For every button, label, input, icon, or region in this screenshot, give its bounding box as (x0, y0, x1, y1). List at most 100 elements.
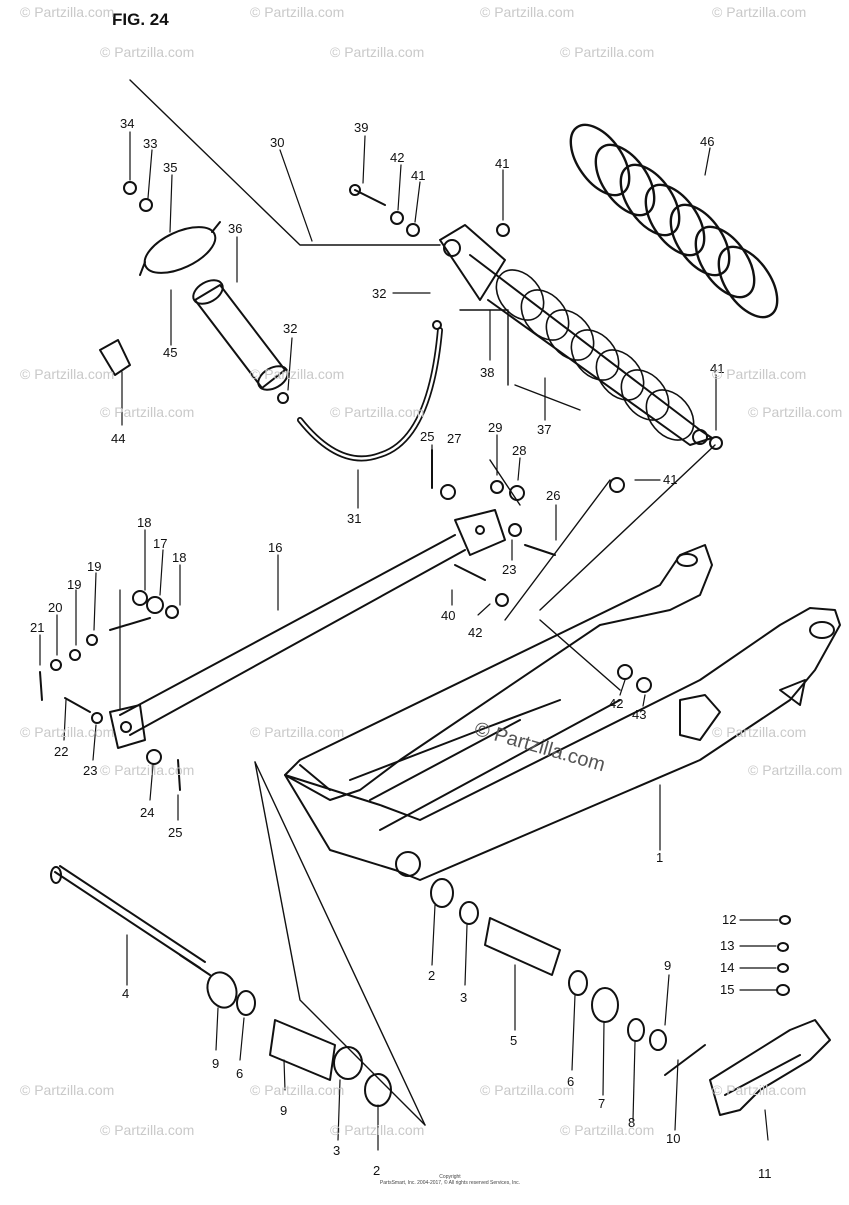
callout-36: 36 (228, 221, 242, 236)
callout-32-upper: 32 (372, 286, 386, 301)
callout-20: 20 (48, 600, 62, 615)
callout-18-lower: 18 (172, 550, 186, 565)
callout-40: 40 (441, 608, 455, 623)
watermark: © Partzilla.com (250, 1082, 345, 1098)
callout-23-upper: 23 (502, 562, 516, 577)
callout-11: 11 (758, 1166, 772, 1181)
watermark: © Partzilla.com (560, 1122, 655, 1138)
callout-6-left: 6 (236, 1066, 243, 1081)
watermark: © Partzilla.com (20, 1082, 115, 1098)
callout-32-lower: 32 (283, 321, 297, 336)
callout-46: 46 (700, 134, 714, 149)
callout-27: 27 (447, 431, 461, 446)
callout-14: 14 (720, 960, 734, 975)
callout-8: 8 (628, 1115, 635, 1130)
watermark: © Partzilla.com (20, 366, 115, 382)
copyright-line-1: Copyright (439, 1174, 461, 1180)
callout-43: 43 (632, 707, 646, 722)
callout-6-right: 6 (567, 1074, 574, 1089)
spring-46 (569, 123, 779, 319)
callout-10: 10 (666, 1131, 680, 1146)
callout-42-mid: 42 (468, 625, 482, 640)
reservoir (139, 221, 289, 391)
leader-lines (39, 131, 779, 1151)
watermark: © Partzilla.com (250, 4, 345, 20)
chain-guide (709, 1019, 831, 1116)
callout-2-left: 2 (373, 1163, 380, 1178)
watermark: © Partzilla.com (712, 4, 807, 20)
watermark: © Partzilla.com (100, 44, 195, 60)
callout-3-right: 3 (460, 990, 467, 1005)
callout-28: 28 (512, 443, 526, 458)
misc-hardware (39, 181, 723, 791)
callout-24: 24 (140, 805, 154, 820)
guide-lines (129, 79, 716, 1126)
watermark: © Partzilla.com (330, 1122, 425, 1138)
callout-19-b: 19 (67, 577, 81, 592)
pivot-shaft (50, 865, 211, 976)
watermark: © Partzilla.com (748, 404, 843, 420)
copyright-notice: Copyright PartsSmart, Inc. 2004-2017, © … (370, 1174, 530, 1186)
callout-26: 26 (546, 488, 560, 503)
watermark: © Partzilla.com (20, 4, 115, 20)
swingarm (284, 544, 841, 881)
callout-9-left-b: 9 (280, 1103, 287, 1118)
callout-9-left-a: 9 (212, 1056, 219, 1071)
callout-5: 5 (510, 1033, 517, 1048)
callout-34: 34 (120, 116, 134, 131)
link-rod (109, 509, 506, 749)
callout-18-upper: 18 (137, 515, 151, 530)
watermark: © Partzilla.com (330, 404, 425, 420)
callout-23-lower: 23 (83, 763, 97, 778)
copyright-line-2: PartsSmart, Inc. 2004-2017, © All rights… (379, 1180, 521, 1186)
callout-44: 44 (111, 431, 125, 446)
hose (297, 327, 443, 462)
callout-25-lower: 25 (168, 825, 182, 840)
callout-3-left: 3 (333, 1143, 340, 1158)
callout-13: 13 (720, 938, 734, 953)
watermark: © Partzilla.com (560, 44, 655, 60)
callout-42-right: 42 (609, 696, 623, 711)
callout-15: 15 (720, 982, 734, 997)
callout-41-top: 41 (411, 168, 425, 183)
callout-9-right: 9 (664, 958, 671, 973)
callout-16: 16 (268, 540, 282, 555)
callout-19-a: 19 (87, 559, 101, 574)
callout-21: 21 (30, 620, 44, 635)
callout-41-right: 41 (710, 361, 724, 376)
watermark: © Partzilla.com (712, 724, 807, 740)
watermark: © Partzilla.com (100, 762, 195, 778)
callout-30: 30 (270, 135, 284, 150)
watermark: © Partzilla.com (100, 1122, 195, 1138)
watermark: © Partzilla.com (712, 1082, 807, 1098)
watermark: © Partzilla.com (250, 724, 345, 740)
watermark: © Partzilla.com (250, 366, 345, 382)
shock-absorber (439, 224, 713, 446)
callout-41-lower: 41 (663, 472, 677, 487)
callout-37: 37 (537, 422, 551, 437)
callout-12: 12 (722, 912, 736, 927)
callout-1: 1 (656, 850, 663, 865)
watermark: © Partzilla.com (480, 1082, 575, 1098)
callout-33: 33 (143, 136, 157, 151)
watermark: © Partzilla.com (100, 404, 195, 420)
callout-7: 7 (598, 1096, 605, 1111)
callout-42-top: 42 (390, 150, 404, 165)
callout-17: 17 (153, 536, 167, 551)
callout-45: 45 (163, 345, 177, 360)
right-pivot-parts (430, 878, 706, 1076)
callout-39: 39 (354, 120, 368, 135)
callout-4: 4 (122, 986, 129, 1001)
watermark: © Partzilla.com (330, 44, 425, 60)
callout-31: 31 (347, 511, 361, 526)
callout-35: 35 (163, 160, 177, 175)
callout-29: 29 (488, 420, 502, 435)
small-fasteners (776, 915, 791, 996)
figure-title: FIG. 24 (112, 10, 169, 29)
callout-25-upper: 25 (420, 429, 434, 444)
watermark: © Partzilla.com (712, 366, 807, 382)
watermark: © Partzilla.com (480, 4, 575, 20)
callout-2-right: 2 (428, 968, 435, 983)
